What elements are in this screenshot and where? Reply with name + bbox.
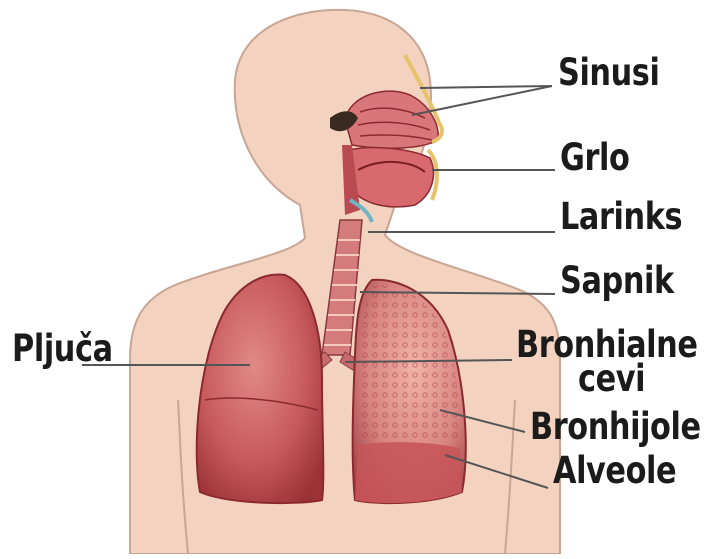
right-lung-base — [355, 442, 462, 503]
label-sinusi: Sinusi — [558, 54, 659, 91]
label-bronhijole: Bronhijole — [530, 408, 701, 445]
label-alveole: Alveole — [553, 452, 676, 489]
label-grlo: Grlo — [560, 139, 629, 176]
leader-sinusi-2 — [412, 86, 552, 115]
label-pluca: Pljuča — [12, 330, 113, 367]
label-larinks: Larinks — [560, 198, 682, 235]
label-sapnik: Sapnik — [560, 262, 674, 299]
label-cevi: cevi — [578, 360, 645, 397]
leader-sinusi-1 — [420, 86, 552, 88]
oral-cavity — [350, 148, 434, 207]
